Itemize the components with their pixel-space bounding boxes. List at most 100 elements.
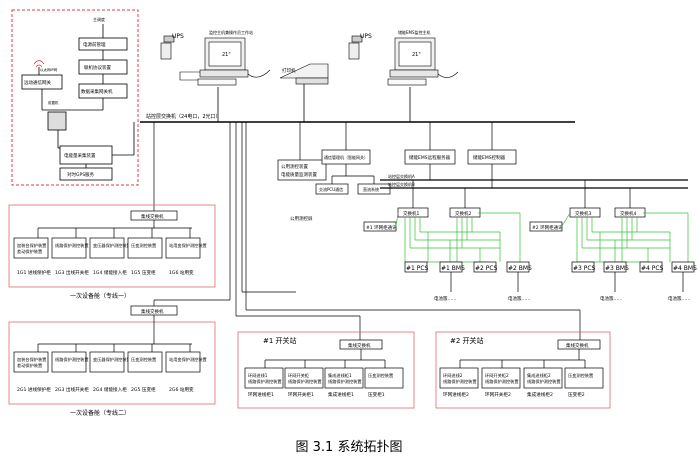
sw2-switch: 集线交换机 (566, 342, 589, 349)
sw2-device-text: 线路保护测控装置 (443, 378, 477, 385)
sw2-device-box (481, 367, 521, 389)
grpB-pcs1: #3 PCS (573, 265, 596, 272)
sw2-device-text: 环网进线2 (443, 372, 463, 379)
sw2-device-text: 集成进线柜2 (527, 372, 551, 379)
monitor-1-size: 21" (222, 52, 231, 58)
netdev-c1: 交流PCU通信 (319, 186, 343, 192)
workstation-2-label: 储能EMS监控主机 (398, 29, 431, 35)
sec1-device-box (165, 237, 201, 259)
sw1-device-sub: 压变柜1 (368, 391, 385, 398)
sw1-device-text: 线路保护测控装置 (288, 378, 322, 385)
sec2-device-text: 差动保护装置 (17, 362, 42, 369)
data-server-label: 数据采集网关机 (81, 88, 113, 95)
station-ctrl-label: 联机协议装置 (84, 64, 111, 71)
sec1-device-sub: 1G1 进线保护柜 (17, 269, 51, 276)
ring-1-label: 站控层交换机A (388, 173, 415, 179)
sw2-device-box (564, 367, 604, 389)
sec1-device-text: 加装台保护装置 (17, 242, 46, 249)
sec1-device-text: 线路保护测控装置 (55, 242, 89, 249)
sec2-device-box (89, 351, 125, 373)
sw2-title: #2 开关站 (450, 336, 484, 345)
workstation-2-icon (387, 37, 459, 86)
antenna-icon (33, 60, 45, 75)
sec2-device-text: 加装台保护装置 (17, 356, 46, 363)
sw2-device-sub: 集成进线柜2 (527, 391, 553, 398)
sec2-switch: 集线交换机 (141, 308, 164, 315)
sw2-device-text: 环网开关柜2 (485, 372, 509, 379)
sw2-device-box (439, 367, 479, 389)
sec1-device-box (127, 237, 163, 259)
sec2-device-text: 站用变保护测控装置 (169, 356, 207, 363)
ring-2-label: 站控层交换机B (388, 181, 415, 187)
grpB-sw1: 交换机3 (575, 210, 591, 217)
sec1-device-box (51, 237, 87, 259)
figure-caption: 图 3.1 系统拓扑图 (295, 440, 403, 455)
sw1-device-sub: 集成进线柜1 (328, 391, 354, 398)
pub-meter-box (277, 159, 327, 181)
sw1-device-sub: 环网开关柜1 (288, 391, 314, 398)
remote-region (11, 9, 139, 186)
sec2-device-text: 压变测控装置 (131, 356, 156, 363)
printer-label: 打印机 (282, 67, 296, 74)
grpA-bat1: 电池簇…… (434, 295, 457, 302)
grpA-pcs2: #2 PCS (475, 265, 498, 272)
sw1-device-sub: 环网进线柜1 (248, 391, 274, 398)
sw1-region: #1 开关站 集线交换机 环网进线1线路保护测控装置环网进线柜1环网开关柜线路保… (237, 331, 415, 409)
sw1-device-box (284, 367, 324, 389)
grpB-bms1: #3 BMS (605, 265, 629, 272)
sec1-device-text: 差动保护装置 (17, 248, 42, 255)
sec2-device-text: 线路保护测控装置 (55, 356, 89, 363)
ups-1-label: UPS (172, 33, 184, 40)
grpA-prot: #1 环网柜通讯 (366, 224, 397, 231)
grpA-sw1: 交换机1 (403, 210, 419, 217)
sec2-label: 一次设备舱（专线二） (70, 409, 130, 417)
power-top-label: 主调度 (93, 16, 105, 22)
storage-group-a: 交换机1 交换机2 #1 环网柜通讯 # (363, 180, 532, 302)
sec2-device-sub: 2G6 站用变 (169, 386, 194, 393)
sw1-title: #1 开关站 (263, 336, 297, 345)
sec1-device-sub: 1G6 站用变 (169, 269, 194, 276)
ups-1 (160, 35, 175, 60)
sec1-device-sub: 1G4 储能接入柜 (93, 269, 127, 276)
sec1-device-sub: 1G3 出线开关柜 (55, 269, 89, 276)
ups-2 (348, 35, 363, 60)
sw1-boxes: 环网进线1线路保护测控装置环网进线柜1环网开关柜线路保护测控装置环网开关柜1集成… (244, 367, 404, 398)
sw2-device-box (523, 367, 563, 389)
sec2-device-sub: 2G1 进线保护柜 (17, 386, 51, 393)
sw2-device-sub: 环网开关柜2 (485, 391, 511, 398)
sw2-device-text: 线路保护测控装置 (527, 378, 561, 385)
sec1-switch: 集线交换机 (141, 213, 164, 220)
sec2-device-box (51, 351, 87, 373)
monitor-2-size: 21" (412, 52, 421, 58)
topology-diagram: 主调度 电源前管理 联机协议装置 数据采集网关机 远动通信网关 以太网IP网 前… (8, 9, 697, 417)
sw2-region: #2 开关站 集线交换机 环网进线2线路保护测控装置环网进线柜2环网开关柜2线路… (435, 331, 611, 409)
grpB-prot: #2 环网柜通讯 (532, 224, 563, 231)
sec2-device-box (127, 351, 163, 373)
switch-label-tl: 前置机 (48, 100, 59, 105)
sw2-boxes: 环网进线2线路保护测控装置环网进线柜2环网开关柜2线路保护测控装置环网开关柜2集… (439, 367, 604, 398)
sec2-device-box (13, 351, 49, 373)
netdev-title: 通信管理机（智能网关） (324, 154, 368, 160)
grpB-sw2: 交换机4 (620, 210, 636, 217)
telecom-label: 电能量采集装置 (64, 152, 96, 159)
port-label: 以太网IP网 (40, 67, 58, 72)
sec2-device-text: 变压器保护测控装置 (93, 356, 131, 363)
sec2-device-sub: 2G4 储能接入柜 (93, 386, 127, 393)
sw1-device-text: 集成进线柜1 (328, 372, 352, 379)
sw2-device-sub: 压变柜2 (568, 391, 585, 398)
storage-group-b: 交换机3 交换机4 #2 环网柜通讯 # (529, 180, 697, 302)
sec1-device-box (13, 237, 49, 259)
sw1-device-text: 线路保护测控装置 (248, 378, 282, 385)
grpB-pcs2: #4 PCS (641, 265, 664, 272)
grpA-bat2: 电池簇…… (508, 295, 531, 302)
ems2-label: 储能EMS控制器 (473, 154, 506, 161)
pub-meter-label: 公用测控屏 (290, 215, 313, 222)
printer-icon (279, 63, 329, 85)
sec1-device-text: 变压器保护测控装置 (93, 242, 131, 249)
sec1-device-sub: 1G5 压变柜 (131, 269, 156, 276)
sec1-label: 一次设备舱（专线一） (70, 292, 130, 300)
